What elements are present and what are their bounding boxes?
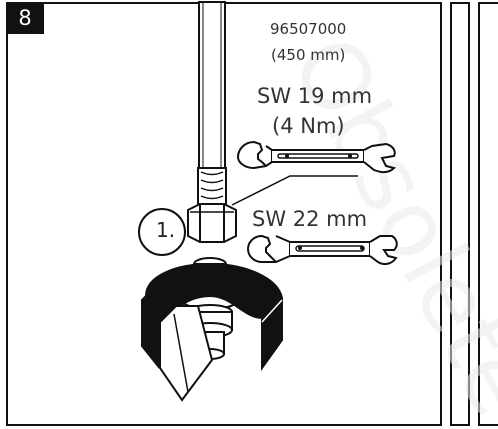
callout-number: 1. [156, 218, 176, 242]
wrench-lower-graphic [246, 234, 398, 266]
next-panel-edge [478, 2, 498, 426]
wrench-lower-size: SW 22 mm [252, 207, 368, 231]
hex-nut-graphic [187, 175, 358, 243]
wrench-upper-torque: (4 Nm) [272, 114, 345, 138]
hose-length: (450 mm) [271, 46, 346, 64]
wrench-upper-graphic [236, 140, 396, 174]
step-number-badge: 8 [6, 2, 44, 34]
rotation-arrow-graphic [141, 262, 283, 402]
hose-part-number: 96507000 [270, 20, 347, 38]
wrench-upper-size: SW 19 mm [257, 84, 373, 108]
panel-gutter [450, 2, 470, 426]
callout-circle [138, 208, 186, 256]
hose-graphic [197, 1, 227, 205]
